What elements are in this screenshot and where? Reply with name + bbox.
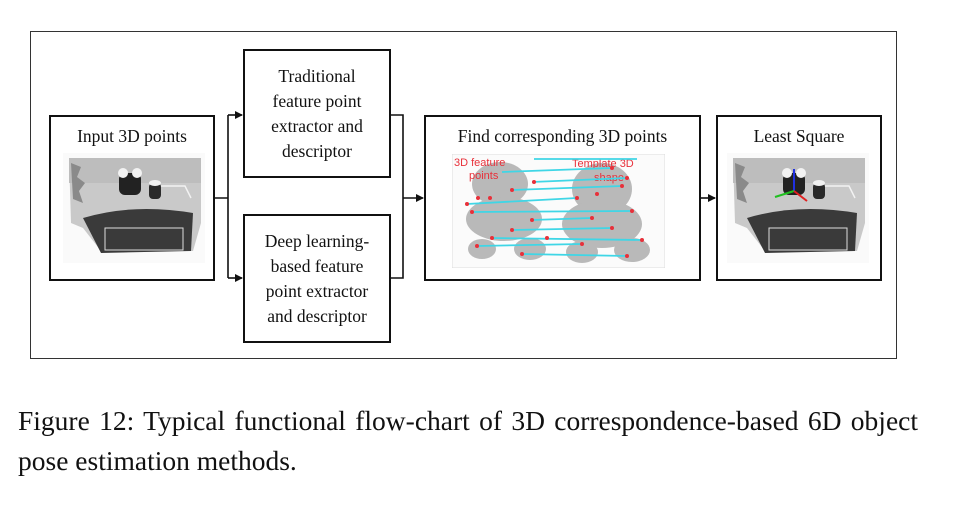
node-find-label: Find corresponding 3D points <box>457 126 668 146</box>
figure-frame <box>30 31 897 359</box>
label-3d-feature-points: points <box>469 170 499 182</box>
correspondence-image: 3D feature points Template 3D shape <box>452 154 665 268</box>
label-3d-feature-points: 3D feature <box>454 157 505 169</box>
node-lsq-label: Least Square <box>753 126 845 146</box>
figure-caption: Figure 12: Typical functional flow-chart… <box>18 405 918 476</box>
feature-points <box>465 166 644 258</box>
node-deep: Deep learning- based feature point extra… <box>243 214 391 343</box>
label-template-shape: Template 3D <box>572 158 634 170</box>
node-deep-line: based feature <box>270 255 364 276</box>
node-deep-line: Deep learning- <box>264 230 370 251</box>
edge-input-branch <box>214 115 229 278</box>
node-traditional: Traditional feature point extractor and … <box>243 49 391 178</box>
pose-axes-icon <box>774 169 808 202</box>
input-point-cloud-image <box>63 153 205 263</box>
node-input-label: Input 3D points <box>77 126 187 146</box>
node-traditional-line: Traditional <box>278 65 356 86</box>
node-deep-line: point extractor <box>265 280 369 301</box>
node-traditional-line: feature point <box>272 90 362 111</box>
node-deep-line: and descriptor <box>267 305 367 326</box>
pose-result-image <box>727 153 869 263</box>
correspondence-lines <box>466 158 643 257</box>
node-traditional-line: extractor and <box>271 115 363 136</box>
edge-traditional-merge <box>390 114 404 279</box>
node-traditional-line: descriptor <box>282 140 352 161</box>
